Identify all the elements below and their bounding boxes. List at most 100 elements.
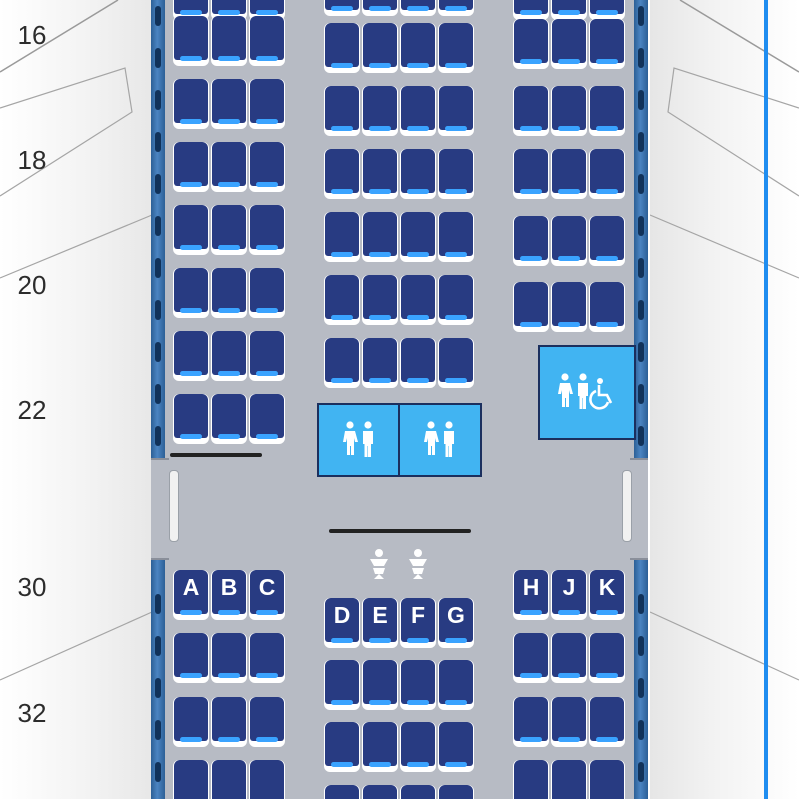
seat-E[interactable]: E <box>362 598 398 648</box>
seat[interactable] <box>211 268 247 318</box>
seat-D[interactable]: D <box>324 598 360 648</box>
seat[interactable] <box>438 149 474 199</box>
seat-F[interactable]: F <box>400 598 436 648</box>
seat[interactable] <box>362 785 398 799</box>
seat[interactable] <box>513 19 549 69</box>
seat[interactable] <box>249 633 285 683</box>
seat[interactable] <box>324 0 360 16</box>
seat-B[interactable]: B <box>211 570 247 620</box>
seat[interactable] <box>438 212 474 262</box>
seat[interactable] <box>589 760 625 799</box>
seat[interactable] <box>249 268 285 318</box>
seat[interactable] <box>249 760 285 799</box>
seat-A[interactable]: A <box>173 570 209 620</box>
seat[interactable] <box>589 216 625 266</box>
seat[interactable] <box>551 149 587 199</box>
seat[interactable] <box>513 0 549 20</box>
seat-C[interactable]: C <box>249 570 285 620</box>
seat[interactable] <box>173 394 209 444</box>
seat[interactable] <box>438 0 474 16</box>
seat[interactable] <box>513 282 549 332</box>
seat[interactable] <box>173 331 209 381</box>
seat[interactable] <box>551 697 587 747</box>
seat[interactable] <box>249 142 285 192</box>
seat[interactable] <box>249 394 285 444</box>
seat[interactable] <box>438 86 474 136</box>
seat[interactable] <box>362 660 398 710</box>
seat[interactable] <box>362 275 398 325</box>
seat[interactable] <box>551 216 587 266</box>
seat[interactable] <box>173 0 209 20</box>
seat[interactable] <box>362 338 398 388</box>
seat[interactable] <box>400 23 436 73</box>
seat[interactable] <box>513 216 549 266</box>
seat[interactable] <box>173 697 209 747</box>
seat[interactable] <box>362 722 398 772</box>
seat[interactable] <box>324 212 360 262</box>
seat[interactable] <box>324 660 360 710</box>
seat[interactable] <box>211 205 247 255</box>
seat[interactable] <box>438 722 474 772</box>
seat[interactable] <box>211 0 247 20</box>
seat[interactable] <box>589 633 625 683</box>
seat[interactable] <box>513 760 549 799</box>
seat[interactable] <box>589 86 625 136</box>
seat[interactable] <box>589 697 625 747</box>
seat[interactable] <box>324 338 360 388</box>
accessible-lavatory[interactable] <box>538 345 636 440</box>
seat[interactable] <box>589 282 625 332</box>
seat-G[interactable]: G <box>438 598 474 648</box>
seat[interactable] <box>551 760 587 799</box>
seat[interactable] <box>249 16 285 66</box>
seat[interactable] <box>173 760 209 799</box>
seat[interactable] <box>551 0 587 20</box>
seat-H[interactable]: H <box>513 570 549 620</box>
seat[interactable] <box>400 212 436 262</box>
seat[interactable] <box>362 212 398 262</box>
seat[interactable] <box>211 142 247 192</box>
seat[interactable] <box>589 149 625 199</box>
seat-J[interactable]: J <box>551 570 587 620</box>
seat[interactable] <box>324 722 360 772</box>
seat[interactable] <box>551 282 587 332</box>
seat[interactable] <box>513 633 549 683</box>
seat[interactable] <box>324 23 360 73</box>
seat[interactable] <box>173 633 209 683</box>
seat[interactable] <box>513 149 549 199</box>
seat[interactable] <box>173 79 209 129</box>
seat[interactable] <box>438 275 474 325</box>
seat[interactable] <box>249 79 285 129</box>
seat[interactable] <box>400 149 436 199</box>
seat[interactable] <box>400 785 436 799</box>
seat[interactable] <box>249 331 285 381</box>
seat[interactable] <box>513 697 549 747</box>
seat[interactable] <box>551 86 587 136</box>
seat[interactable] <box>513 86 549 136</box>
seat[interactable] <box>589 19 625 69</box>
seat[interactable] <box>438 785 474 799</box>
seat[interactable] <box>324 149 360 199</box>
seat[interactable] <box>211 331 247 381</box>
seat[interactable] <box>551 633 587 683</box>
seat[interactable] <box>249 697 285 747</box>
seat[interactable] <box>400 722 436 772</box>
seat[interactable] <box>362 0 398 16</box>
seat[interactable] <box>438 23 474 73</box>
seat[interactable] <box>249 205 285 255</box>
seat[interactable] <box>438 660 474 710</box>
seat[interactable] <box>324 785 360 799</box>
seat[interactable] <box>324 86 360 136</box>
seat[interactable] <box>324 275 360 325</box>
seat[interactable] <box>362 149 398 199</box>
seat[interactable] <box>362 23 398 73</box>
seat[interactable] <box>249 0 285 20</box>
seat[interactable] <box>589 0 625 20</box>
seat[interactable] <box>400 275 436 325</box>
lavatory-2[interactable] <box>398 403 482 477</box>
seat[interactable] <box>211 760 247 799</box>
seat[interactable] <box>438 338 474 388</box>
seat[interactable] <box>211 79 247 129</box>
seat[interactable] <box>211 633 247 683</box>
seat[interactable] <box>551 19 587 69</box>
seat[interactable] <box>400 86 436 136</box>
